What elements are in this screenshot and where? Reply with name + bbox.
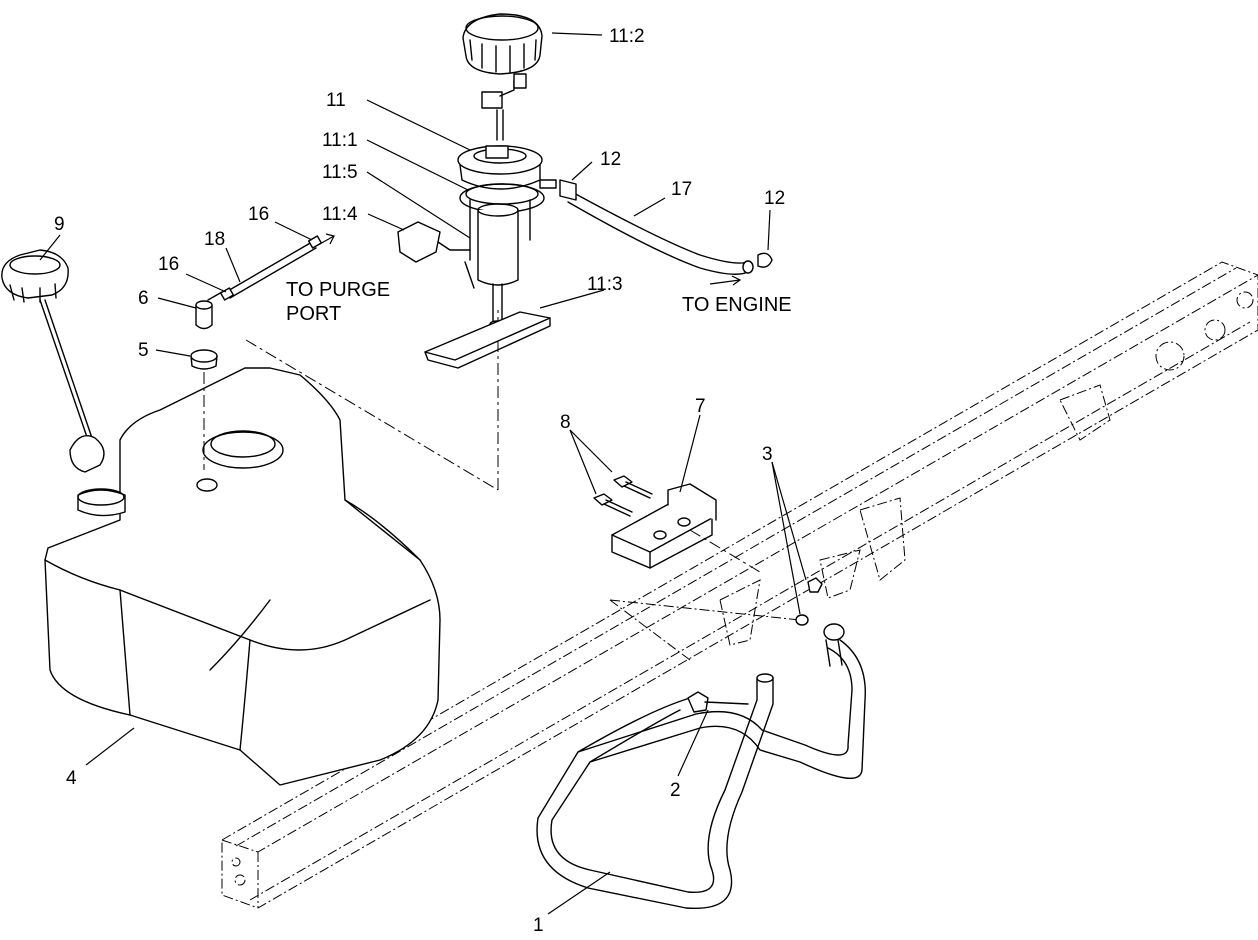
callout-5: 5 (138, 340, 149, 361)
filler-tube (536, 623, 866, 910)
frame-rail (221, 261, 1258, 909)
purge-hose (219, 233, 335, 301)
bracket (611, 483, 761, 573)
engine-arrow (709, 275, 742, 286)
fuel-pump-assembly (397, 73, 557, 328)
callout-2: 2 (670, 780, 681, 801)
callout-11-1: 11:1 (322, 130, 358, 151)
callout-1: 1 (533, 915, 544, 936)
callout-11-4: 11:4 (322, 204, 358, 225)
bolts (593, 475, 653, 517)
callout-9: 9 (54, 214, 65, 235)
callout-11-5: 11:5 (322, 162, 358, 183)
strainer (424, 311, 551, 369)
callout-4: 4 (66, 768, 77, 789)
callout-12a: 12 (600, 149, 621, 170)
leader-lines (39, 32, 807, 915)
callout-16b: 16 (158, 254, 179, 275)
engine-note: TO ENGINE (682, 294, 792, 316)
nuts (795, 577, 823, 626)
callout-16a: 16 (248, 204, 269, 225)
callout-18: 18 (204, 229, 225, 250)
callout-labels: 11:2 11 11:1 11:5 12 17 12 11:4 16 9 18 … (54, 26, 785, 936)
notes: TO PURGE PORT TO ENGINE (286, 279, 792, 325)
purge-port-note-line1: TO PURGE (286, 279, 390, 301)
callout-6: 6 (138, 288, 149, 309)
fuel-tank (44, 367, 441, 786)
grommet-and-fitting (190, 291, 223, 470)
callout-3: 3 (762, 444, 773, 465)
lock-ring (462, 13, 543, 75)
callout-11: 11 (326, 90, 346, 111)
fuel-cap (1, 249, 105, 473)
callout-12b: 12 (764, 188, 785, 209)
callout-7: 7 (695, 396, 706, 417)
callout-11-2: 11:2 (609, 26, 645, 47)
callout-8: 8 (560, 412, 571, 433)
callout-17: 17 (671, 179, 692, 200)
callout-11-3: 11:3 (587, 274, 623, 295)
fuel-hose (559, 179, 773, 275)
purge-port-note-line2: PORT (286, 303, 341, 325)
